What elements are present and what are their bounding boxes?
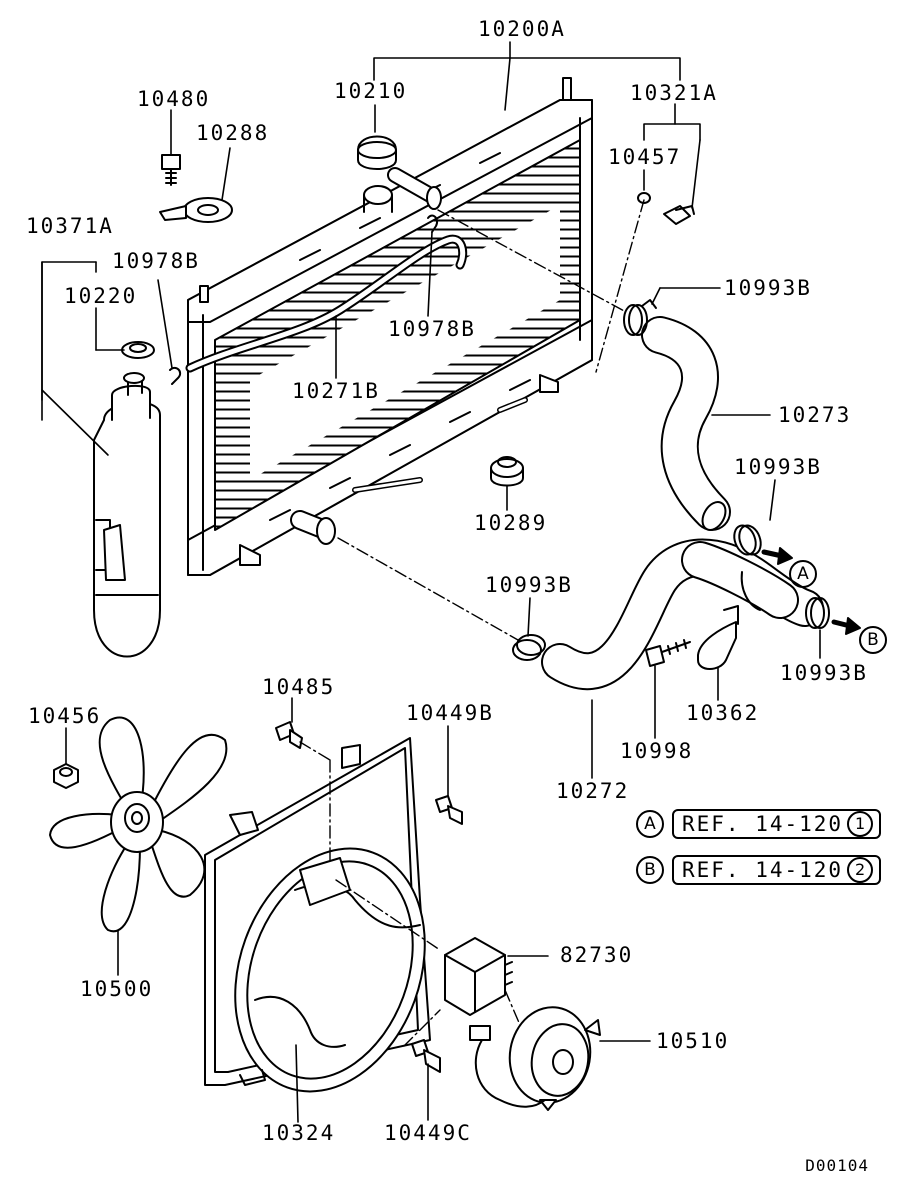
label-10978b-top: 10978B: [112, 249, 200, 273]
hose-clamp-mid: [733, 524, 762, 556]
label-10500: 10500: [80, 977, 154, 1001]
clip-10978b-right: [427, 214, 438, 233]
label-10485: 10485: [262, 675, 336, 699]
fan-motor-10510: [469, 1006, 601, 1111]
drain-plug: [663, 205, 695, 225]
ref-box-b: REF. 14-120 2: [672, 855, 882, 885]
label-10288: 10288: [196, 121, 270, 145]
ref-marker-a: A: [636, 810, 664, 838]
label-10998: 10998: [620, 739, 694, 763]
ref-text-b: REF. 14-120: [682, 858, 844, 882]
reservoir-cap: [121, 341, 155, 359]
grommet-10289: [490, 456, 524, 487]
radiator-cap: [357, 135, 397, 170]
bolt-10449b: [435, 795, 463, 825]
fan-shroud: [204, 737, 431, 1093]
label-10978b-mid: 10978B: [388, 317, 476, 341]
label-10200a: 10200A: [478, 17, 566, 41]
label-10321a: 10321A: [630, 81, 718, 105]
hose-clamp-right: [805, 597, 830, 629]
ref-number-a: 1: [847, 811, 874, 837]
label-10273: 10273: [778, 403, 852, 427]
ref-box-a: REF. 14-120 1: [672, 809, 882, 839]
label-10272: 10272: [556, 779, 630, 803]
leader-lines: [41, 41, 821, 1123]
label-10449c: 10449C: [384, 1121, 472, 1145]
ref-marker-b: B: [636, 856, 664, 884]
drawing-code: D00104: [805, 1156, 869, 1175]
hose-clamp-lower: [512, 634, 546, 661]
label-10457: 10457: [608, 145, 682, 169]
label-82730: 82730: [560, 943, 634, 967]
label-10289: 10289: [474, 511, 548, 535]
label-10362: 10362: [686, 701, 760, 725]
label-10271b: 10271B: [292, 379, 380, 403]
clip-10978b-left: [169, 366, 182, 385]
bracket-10288: [159, 197, 233, 223]
label-10220: 10220: [64, 284, 138, 308]
label-10993b-lower: 10993B: [485, 573, 573, 597]
label-10480: 10480: [137, 87, 211, 111]
label-10993b-mid: 10993B: [734, 455, 822, 479]
ref-text-a: REF. 14-120: [682, 812, 844, 836]
label-10449b: 10449B: [406, 701, 494, 725]
hose-clamp-upper: [623, 299, 657, 336]
bolt-10480: [161, 154, 181, 186]
label-10993b-right: 10993B: [780, 661, 868, 685]
arrow-marker-a: A: [789, 560, 817, 588]
resistor-82730: [444, 937, 513, 1016]
cooling-fan: [49, 716, 228, 933]
hose-bracket-10362: [697, 605, 739, 670]
label-10371a: 10371A: [26, 214, 114, 238]
label-10993b-upper: 10993B: [724, 276, 812, 300]
arrow-marker-b: B: [859, 626, 887, 654]
label-10210: 10210: [334, 79, 408, 103]
bolt-10998: [645, 639, 691, 667]
label-10324: 10324: [262, 1121, 336, 1145]
alignment-lines: [299, 199, 645, 1047]
label-10510: 10510: [656, 1029, 730, 1053]
radiator: [187, 77, 593, 576]
reference-row-b: B REF. 14-120 2: [636, 855, 882, 885]
washer-10457: [637, 192, 651, 204]
bolt-10485: [275, 721, 303, 749]
ref-number-b: 2: [847, 857, 874, 883]
reference-row-a: A REF. 14-120 1: [636, 809, 882, 839]
label-10456: 10456: [28, 704, 102, 728]
bolt-10449c: [411, 1039, 441, 1073]
reservoir-tank: [93, 372, 161, 658]
nut-10456: [53, 763, 79, 789]
